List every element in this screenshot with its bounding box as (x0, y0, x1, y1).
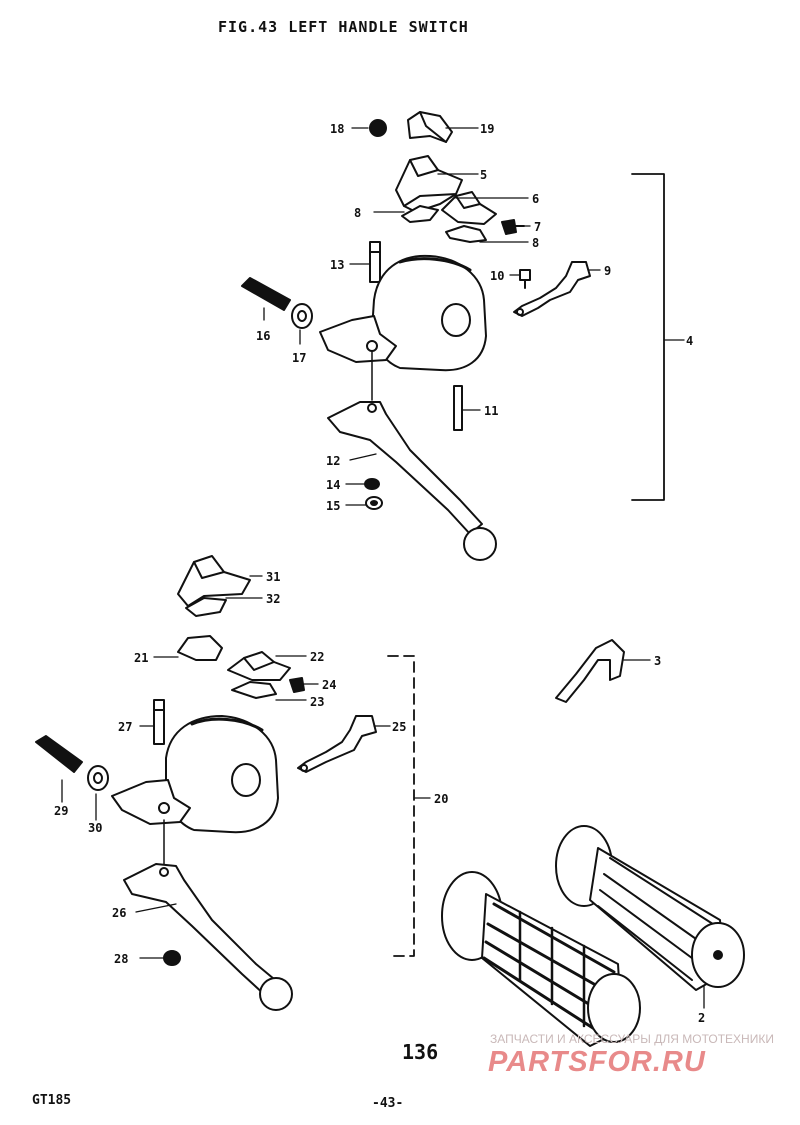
part-7-screw (501, 219, 525, 235)
part-2-grip-right (555, 825, 745, 991)
callout-27: 27 (118, 720, 132, 734)
part-31-knob (177, 555, 251, 607)
callout-3: 3 (654, 654, 661, 668)
callout-5: 5 (480, 168, 487, 182)
sheet-number: -43- (372, 1096, 404, 1111)
part-18-cap (369, 119, 387, 137)
callout-8-upper: 8 (354, 206, 361, 220)
watermark-tagline: ЗАПЧАСТИ И АКСЕССУАРЫ ДЛЯ МОТОТЕХНИКИ (490, 1032, 774, 1046)
bracket-4 (631, 173, 665, 501)
callout-11: 11 (484, 404, 498, 418)
bracket-20 (387, 655, 415, 957)
model-code: GT185 (32, 1093, 72, 1108)
callout-17: 17 (292, 351, 306, 365)
part-17-washer (291, 303, 313, 329)
part-25-lead (297, 715, 377, 773)
callout-25: 25 (392, 720, 406, 734)
switch-housing-upper (319, 254, 487, 372)
part-27-bolt (153, 699, 165, 745)
callout-15: 15 (326, 499, 340, 513)
part-12-lever (327, 401, 497, 561)
part-22-knob (227, 651, 291, 681)
callout-4: 4 (686, 334, 693, 348)
part-30-washer (87, 765, 109, 791)
part-9-lead (513, 261, 591, 317)
callout-30: 30 (88, 821, 102, 835)
callout-8-lower: 8 (532, 236, 539, 250)
callout-12: 12 (326, 454, 340, 468)
part-13-bolt (369, 241, 381, 283)
part-6-knob (441, 191, 497, 225)
part-28-nut (163, 950, 181, 966)
part-32-plate (185, 597, 227, 617)
callout-24: 24 (322, 678, 336, 692)
part-19-button (407, 111, 453, 143)
callout-13: 13 (330, 258, 344, 272)
callout-23: 23 (310, 695, 324, 709)
part-8-plate-b (445, 225, 487, 243)
figure-title: FIG.43 LEFT HANDLE SWITCH (218, 18, 469, 36)
callout-29: 29 (54, 804, 68, 818)
callout-9: 9 (604, 264, 611, 278)
part-15-nut (365, 496, 383, 510)
callout-20: 20 (434, 792, 448, 806)
page-number: 136 (402, 1040, 439, 1064)
part-23-plate (231, 681, 277, 699)
part-16-screw (241, 277, 291, 311)
callout-2: 2 (698, 1011, 705, 1025)
callout-22: 22 (310, 650, 324, 664)
part-29-screw (35, 735, 83, 773)
part-8-plate-a (401, 205, 439, 223)
callout-19: 19 (480, 122, 494, 136)
callout-18: 18 (330, 122, 344, 136)
part-10-screw (519, 269, 531, 289)
callout-6: 6 (532, 192, 539, 206)
callout-26: 26 (112, 906, 126, 920)
callout-7: 7 (534, 220, 541, 234)
callout-32: 32 (266, 592, 280, 606)
watermark-logo: PARTSFOR.RU (488, 1046, 706, 1078)
part-11-pin (453, 385, 463, 431)
part-14-nut (364, 478, 380, 490)
part-21-button (177, 635, 223, 661)
switch-housing-lower (111, 715, 279, 834)
callout-21: 21 (134, 651, 148, 665)
callout-10: 10 (490, 269, 504, 283)
callout-14: 14 (326, 478, 340, 492)
part-3-clamp (555, 639, 625, 703)
callout-16: 16 (256, 329, 270, 343)
callout-28: 28 (114, 952, 128, 966)
part-24-screw (289, 677, 305, 693)
callout-31: 31 (266, 570, 280, 584)
part-2-grip-left (441, 871, 641, 1047)
part-26-lever (123, 863, 293, 1011)
